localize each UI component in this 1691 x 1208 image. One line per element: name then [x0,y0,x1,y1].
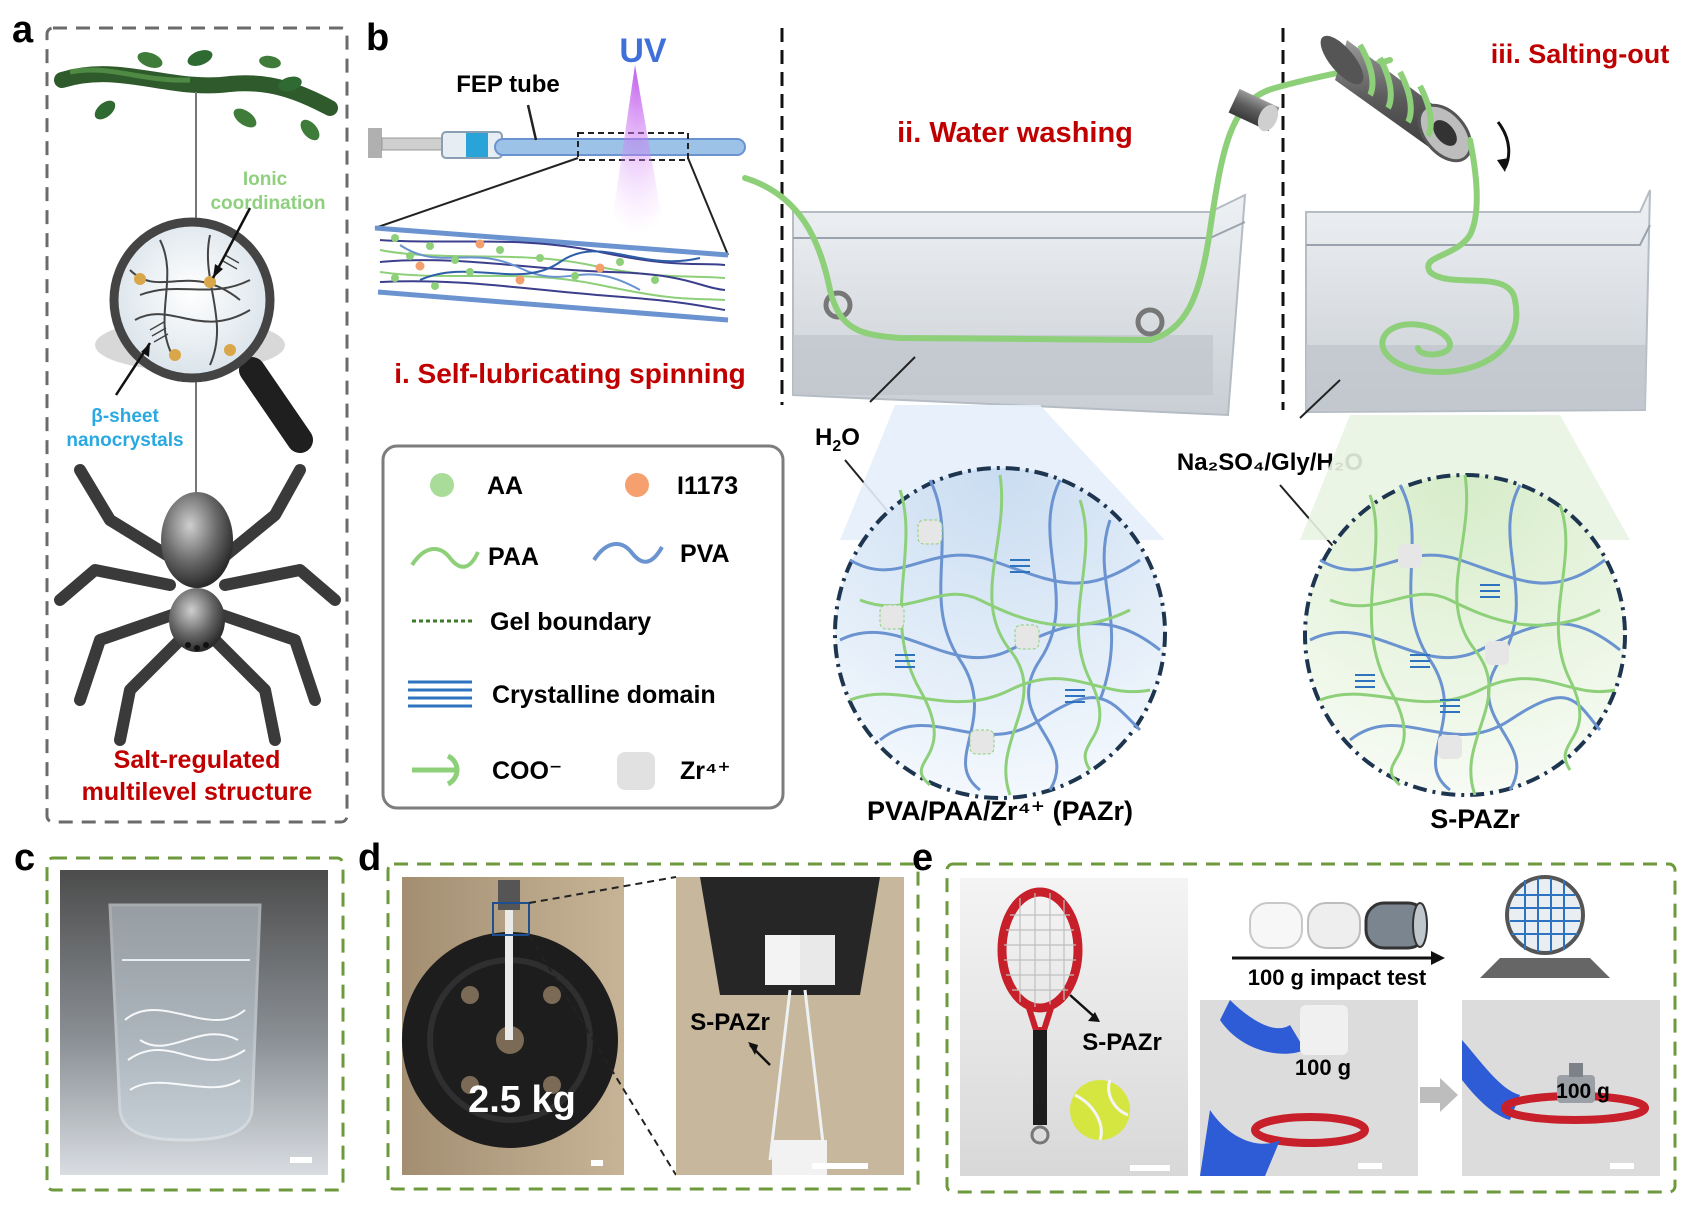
beaker [108,903,262,1142]
fep-tube-label: FEP tube [456,71,560,98]
spider-abdomen [161,492,233,588]
spider-head [169,588,225,652]
magnifier-illustration [95,207,313,453]
beta-label-1: β-sheet [91,406,159,427]
beta-label-2: nanocrystals [66,430,183,451]
network-left-title: PVA/PAA/Zr⁴⁺ (PAZr) [867,796,1133,826]
scale-bar-e2 [1358,1163,1382,1169]
panel-d: d 2.5 kg S-PAZr [358,837,920,1191]
weight-label-e1: 100 g [1295,1055,1351,1080]
mesh-icon [1480,875,1610,978]
network-pazr [833,466,1167,800]
branch-illustration [54,50,338,141]
scale-bar-d1 [591,1160,603,1166]
impact-sequence [1249,901,1428,950]
scale-bar-e3 [1610,1163,1634,1169]
fep-tube [494,138,746,156]
panel-e-border [945,862,1677,1194]
pva-symbol [592,542,664,564]
i1173-symbol [625,473,649,497]
fiber-label-d: S-PAZr [690,1009,770,1036]
panel-e: e S-PAZr 100 g impact test [912,837,1677,1194]
sequence-arrow [1420,1078,1458,1112]
water-label: H2O [815,424,860,455]
weight-label-e2: 100 g [1556,1080,1610,1103]
scale-bar-d2 [812,1163,868,1169]
syringe-illustration [368,128,503,159]
fiber-path-washing [742,57,1393,344]
uv-label: UV [619,32,667,70]
panel-e-letter: e [912,837,933,879]
step3-label: iii. Salting-out [1491,39,1669,69]
legend-coo: COO⁻ [492,757,562,785]
panel-a-caption-1: Salt-regulated [114,746,281,774]
impact-test-label: 100 g impact test [1248,965,1427,990]
spider-illustration [54,464,341,746]
racket [997,887,1083,1013]
ionic-label-1: Ionic [243,169,288,190]
tennis-ball [1070,1080,1130,1140]
crystalline-symbol [408,680,472,708]
ionic-label-2: coordination [210,193,325,214]
panel-c-letter: c [14,837,35,879]
step2-label: ii. Water washing [897,117,1133,149]
legend-crystalline: Crystalline domain [492,681,716,709]
panel-d-letter: d [358,837,381,879]
panel-c-border [45,856,345,1192]
legend-pva: PVA [680,540,730,568]
fiber-path-salting [1379,137,1520,376]
weight-label: 2.5 kg [468,1079,576,1121]
legend-zr: Zr⁴⁺ [680,757,731,785]
panel-a: a [12,9,349,824]
paa-symbol [410,547,480,569]
coo-symbol [412,753,460,787]
water-tank [792,193,1247,417]
salt-tank [1305,189,1651,414]
aa-symbol [430,473,454,497]
panel-b: b UV FEP tube [366,17,1669,834]
legend-gel-boundary: Gel boundary [490,608,651,636]
step1-label: i. Self-lubricating spinning [394,358,746,389]
panel-a-border [45,26,349,824]
legend-box: AA I1173 PAA PVA Gel boundary Crystallin… [381,444,785,810]
legend-i1173: I1173 [677,472,738,500]
small-roller [1228,88,1280,132]
network-spazr [1303,473,1627,797]
scale-bar-e1 [1130,1165,1170,1171]
tube-zoom-illustration [374,225,729,323]
fiber-label-e: S-PAZr [1082,1029,1162,1056]
legend-aa: AA [487,472,523,500]
panel-d-border [386,862,920,1191]
network-right-title: S-PAZr [1430,804,1520,834]
legend-paa: PAA [488,543,539,571]
panel-c: c [14,837,345,1192]
panel-b-letter: b [366,17,389,59]
scale-bar-c [290,1157,312,1163]
uv-beam [610,65,665,235]
panel-a-caption-2: multilevel structure [82,778,313,806]
zr-symbol [617,752,655,790]
panel-a-letter: a [12,9,34,51]
spool-roller [1320,35,1511,172]
